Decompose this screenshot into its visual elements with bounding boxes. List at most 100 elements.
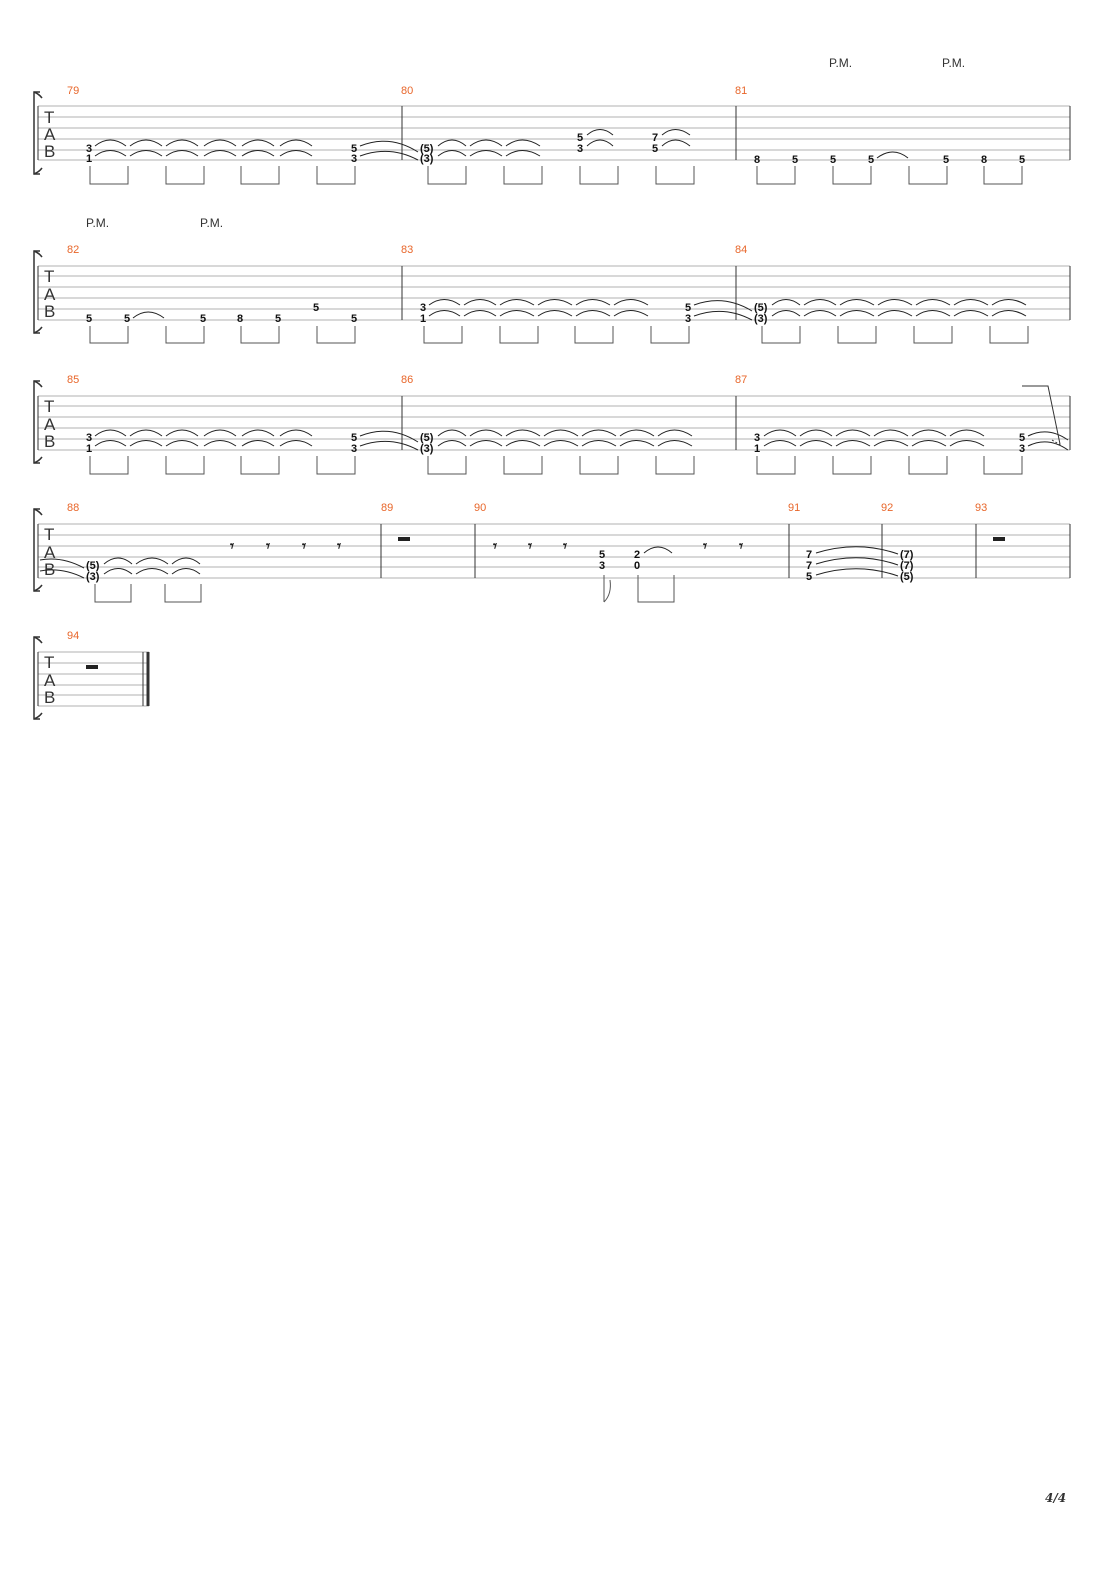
fret-number: 8 bbox=[237, 313, 243, 325]
tab-clef-b: B bbox=[44, 142, 55, 161]
barlines bbox=[37, 106, 1071, 160]
tie-arcs bbox=[94, 129, 909, 161]
fret-number: 7 bbox=[652, 132, 658, 144]
page-number: 4/4 bbox=[1045, 1491, 1066, 1505]
fret-number: (5) bbox=[754, 302, 768, 314]
fret-number: (3) bbox=[420, 153, 434, 165]
fret-number: 5 bbox=[1019, 432, 1025, 444]
beams bbox=[89, 456, 1023, 475]
palm-mute-label: P.M. bbox=[200, 216, 223, 230]
fret-number: (3) bbox=[420, 443, 434, 455]
measure-number: 83 bbox=[401, 244, 413, 256]
fret-number: 3 bbox=[351, 443, 357, 455]
fret-number: 3 bbox=[351, 153, 357, 165]
fret-number: 5 bbox=[830, 154, 836, 166]
beams bbox=[89, 326, 1029, 344]
fret-number: 2 bbox=[634, 549, 640, 561]
eighth-rest-icon: 𝄾 bbox=[738, 537, 743, 555]
tie-arcs bbox=[643, 546, 673, 554]
palm-mute-label: P.M. bbox=[942, 56, 965, 70]
fret-number: 1 bbox=[86, 153, 92, 165]
note-stem bbox=[603, 575, 675, 603]
barlines bbox=[37, 652, 150, 706]
measure-number: 92 bbox=[881, 502, 893, 514]
tab-clef-t: T bbox=[44, 267, 54, 286]
measure-number: 94 bbox=[67, 630, 79, 642]
fret-number: 5 bbox=[351, 143, 357, 155]
tie-arcs bbox=[39, 557, 201, 579]
tab-clef-b: B bbox=[44, 302, 55, 321]
tab-clef-a: A bbox=[44, 415, 56, 434]
eighth-rest-icon: 𝄾 bbox=[336, 537, 341, 555]
tab-staff-lines bbox=[38, 523, 1070, 579]
fret-number: 5 bbox=[685, 302, 691, 314]
system-2: T A B 82 83 84 P.M. P.M. 5 5 5 8 5 5 5 3… bbox=[33, 216, 1071, 344]
fret-number: (3) bbox=[86, 571, 100, 583]
system-5: T A B 94 bbox=[33, 630, 150, 720]
fret-number: 3 bbox=[86, 432, 92, 444]
measure-number: 84 bbox=[735, 244, 747, 256]
system-4: T A B 88 89 90 91 92 93 (5) (3) 𝄾 𝄾 𝄾 𝄾 … bbox=[33, 502, 1071, 603]
fret-number: 3 bbox=[599, 560, 605, 572]
system-3: T A B 85 86 87 3 1 5 3 (5) (3) 3 1 5 3 bbox=[33, 374, 1071, 475]
tab-clef-a: A bbox=[44, 285, 56, 304]
fret-number: 5 bbox=[806, 571, 812, 583]
fret-number: (5) bbox=[420, 432, 434, 444]
fret-number: 7 bbox=[806, 560, 812, 572]
eighth-rest-icon: 𝄾 bbox=[527, 537, 532, 555]
tab-clef-t: T bbox=[44, 653, 54, 672]
fret-number: 5 bbox=[351, 432, 357, 444]
eighth-rest-icon: 𝄾 bbox=[301, 537, 306, 555]
fret-number: (5) bbox=[900, 571, 914, 583]
fret-number: 5 bbox=[868, 154, 874, 166]
measure-number: 81 bbox=[735, 85, 747, 97]
fret-number: 3 bbox=[86, 143, 92, 155]
measure-number: 90 bbox=[474, 502, 486, 514]
measure-number: 88 bbox=[67, 502, 79, 514]
fret-number: 7 bbox=[806, 549, 812, 561]
eighth-rest-icon: 𝄾 bbox=[265, 537, 270, 555]
measure-number: 86 bbox=[401, 374, 413, 386]
fret-number: 3 bbox=[577, 143, 583, 155]
fret-number: 5 bbox=[86, 313, 92, 325]
fret-number: 5 bbox=[943, 154, 949, 166]
fret-number: 8 bbox=[981, 154, 987, 166]
measure-number: 85 bbox=[67, 374, 79, 386]
eighth-rest-icon: 𝄾 bbox=[492, 537, 497, 555]
fret-number: 3 bbox=[754, 432, 760, 444]
barlines bbox=[37, 266, 1071, 320]
fret-number: (5) bbox=[86, 560, 100, 572]
measure-number: 79 bbox=[67, 85, 79, 97]
tab-clef-b: B bbox=[44, 432, 55, 451]
measure-number: 91 bbox=[788, 502, 800, 514]
beams bbox=[94, 584, 202, 603]
fret-number: 5 bbox=[599, 549, 605, 561]
fret-number: 5 bbox=[652, 143, 658, 155]
fret-number: 1 bbox=[420, 313, 426, 325]
tab-staff-lines bbox=[38, 651, 149, 707]
tab-clef-t: T bbox=[44, 397, 54, 416]
measure-number: 89 bbox=[381, 502, 393, 514]
measure-number: 82 bbox=[67, 244, 79, 256]
whole-rest-icon bbox=[86, 665, 98, 669]
barlines bbox=[37, 524, 1071, 578]
fret-number: 1 bbox=[86, 443, 92, 455]
fret-number: (7) bbox=[900, 560, 914, 572]
measure-number: 80 bbox=[401, 85, 413, 97]
fret-number: 5 bbox=[124, 313, 130, 325]
tab-clef-a: A bbox=[44, 125, 56, 144]
barlines bbox=[37, 396, 1071, 450]
fret-number: 5 bbox=[577, 132, 583, 144]
fret-number: (3) bbox=[754, 313, 768, 325]
slide-out-line bbox=[1022, 385, 1063, 447]
tab-clef-a: A bbox=[44, 671, 56, 690]
tab-staff-lines bbox=[38, 105, 1070, 161]
fret-number: 5 bbox=[1019, 154, 1025, 166]
palm-mute-label: P.M. bbox=[829, 56, 852, 70]
fret-number: (7) bbox=[900, 549, 914, 561]
fret-number: 5 bbox=[275, 313, 281, 325]
system-1: T A B 79 80 81 P.M. P.M. 3 1 5 3 (5) (3)… bbox=[33, 56, 1071, 185]
eighth-rest-icon: 𝄾 bbox=[229, 537, 234, 555]
tie-arcs bbox=[815, 546, 899, 577]
